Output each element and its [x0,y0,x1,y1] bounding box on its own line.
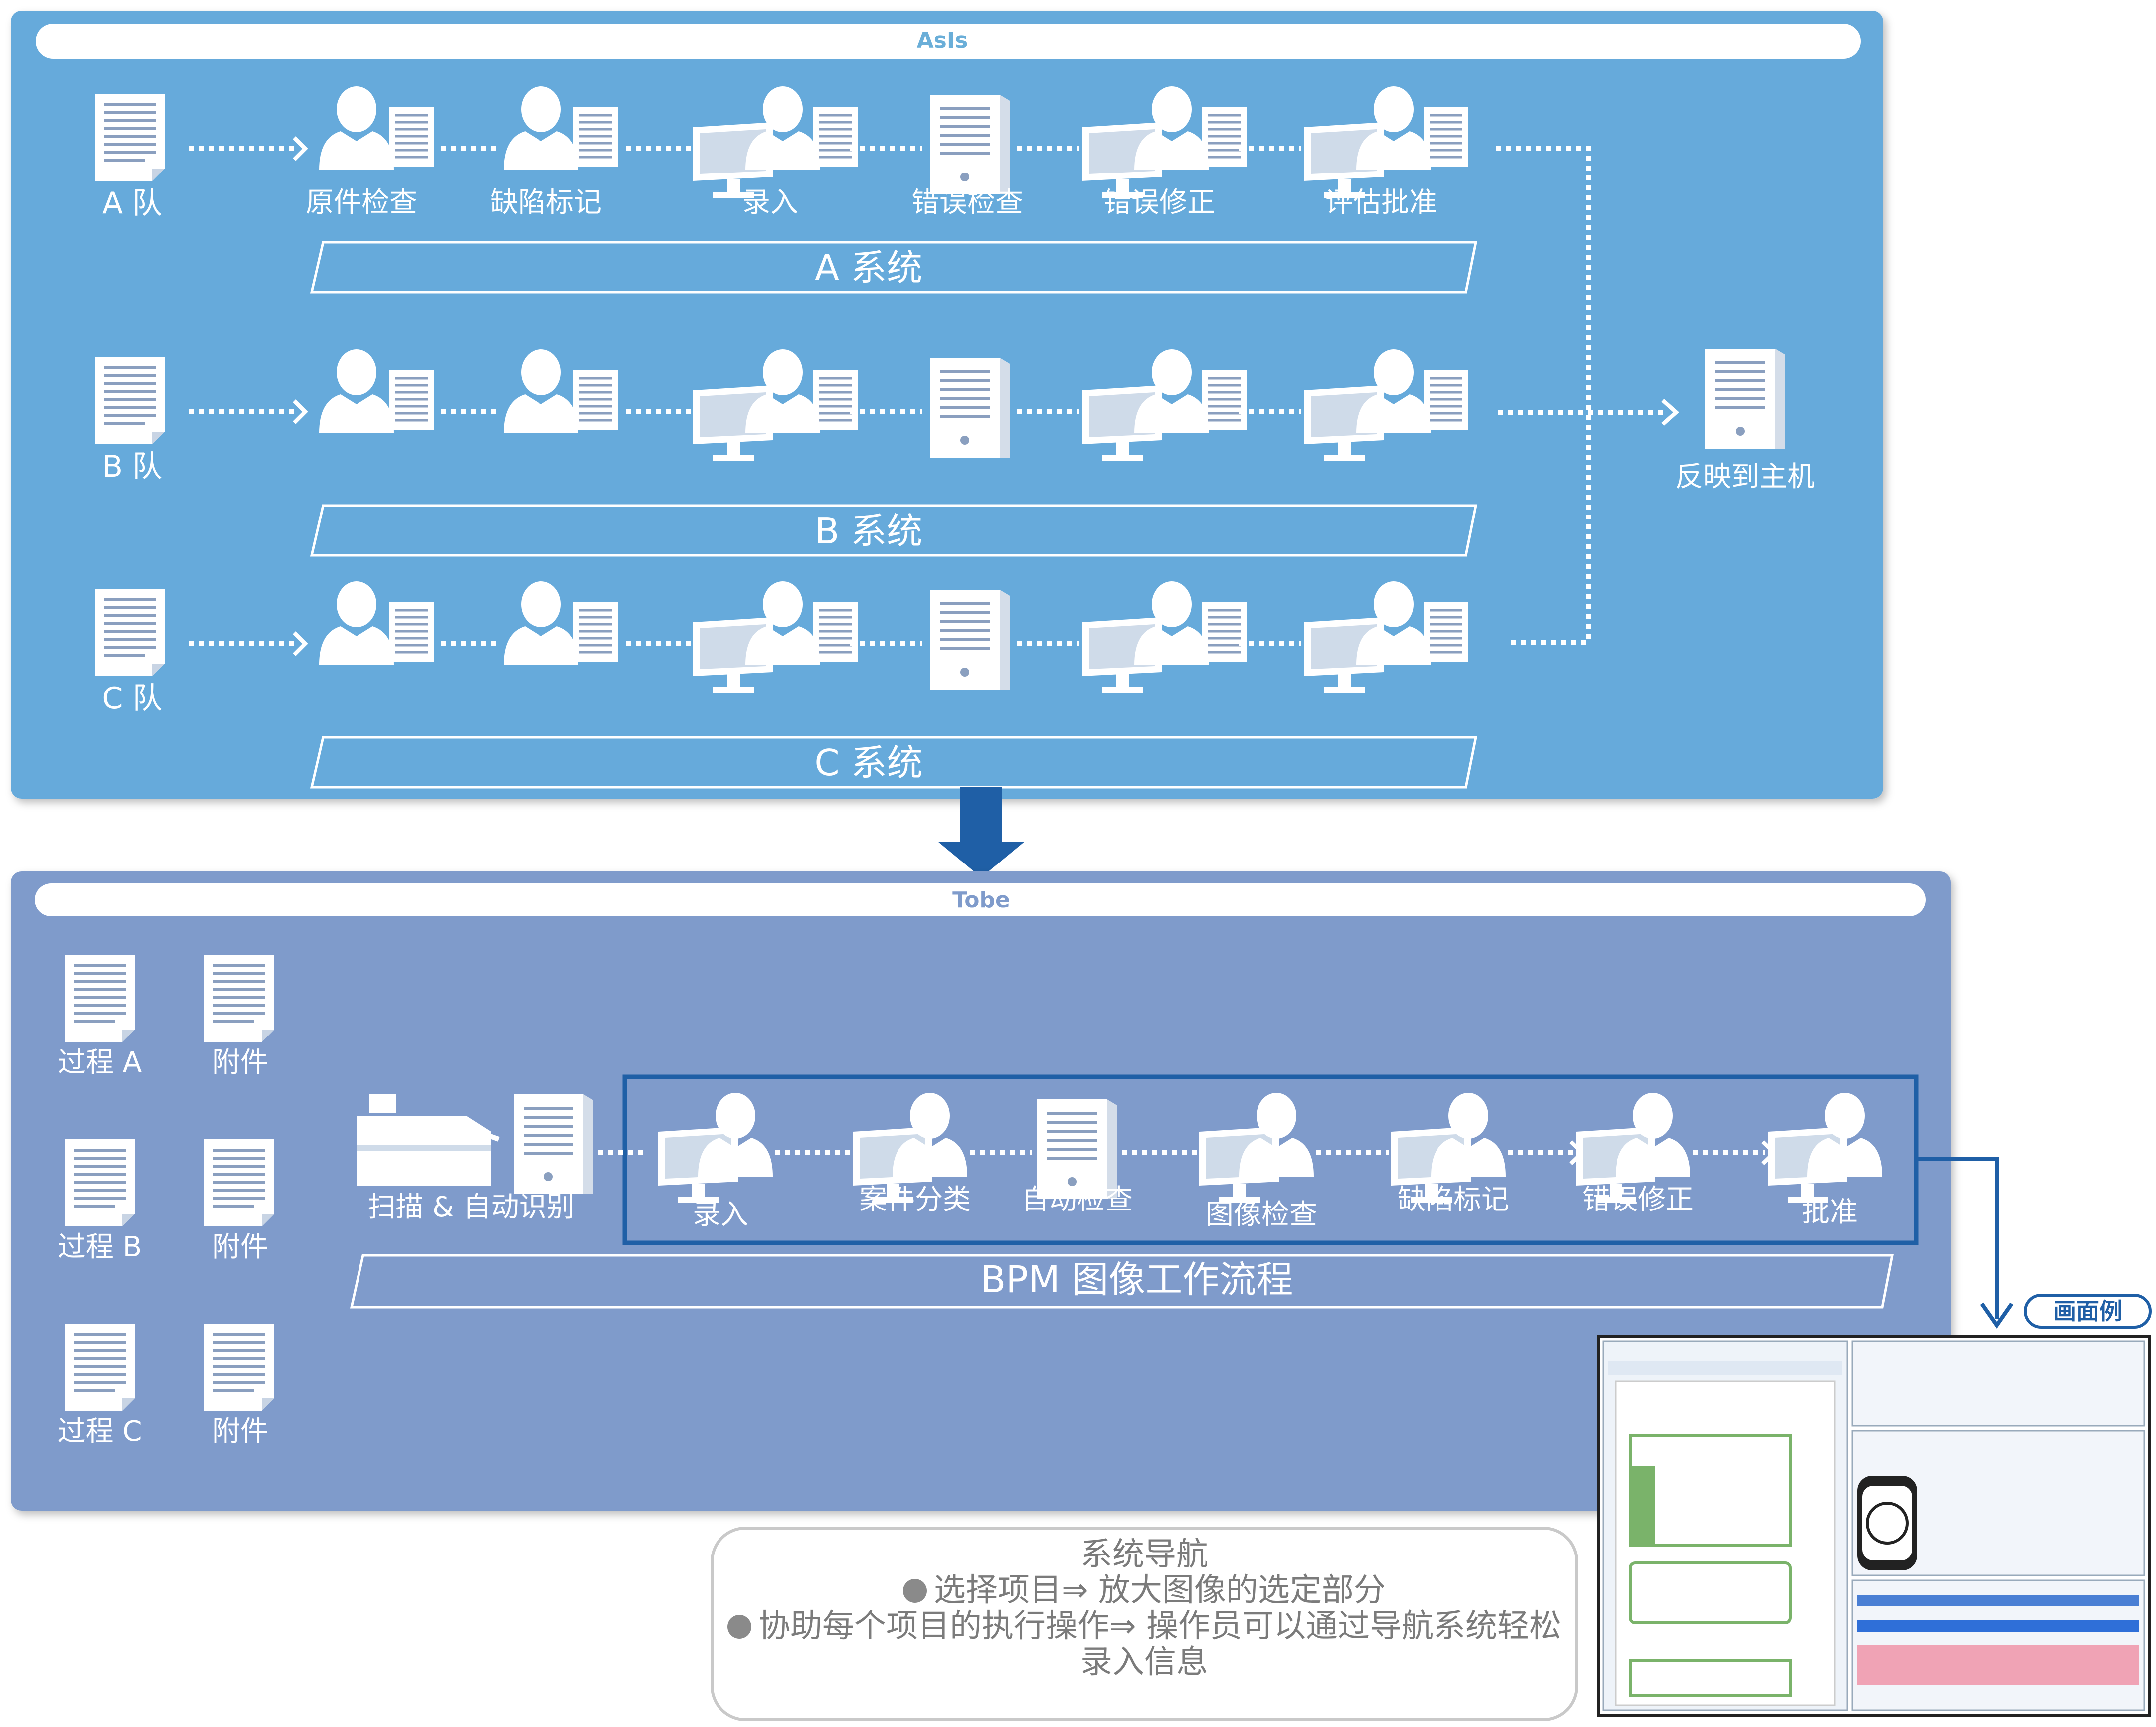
step-label: 案件分类 [859,1184,971,1216]
screen-arrow-head [1980,1302,2014,1329]
note-line-2: 协助每个项目的执行操作⇒ 操作员可以通过导航系统轻松 [714,1608,1575,1644]
document-icon [1202,107,1247,167]
tobe-header-bar [35,883,1926,916]
host-label: 反映到主机 [1675,461,1815,493]
note-line-3: 录入信息 [1080,1644,1208,1681]
screen-connector [1916,1157,1999,1319]
note-line-2-text: 协助每个项目的执行操作⇒ 操作员可以通过导航系统轻松 [758,1608,1561,1645]
document-icon [573,107,618,167]
screen-example-label: 画面例 [2053,1298,2122,1325]
bullet-icon [903,1579,927,1603]
note-line-1-text: 选择项目⇒ 放大图像的选定部分 [934,1572,1386,1609]
step-label: 录入 [742,186,798,219]
asis-rows: A 队原件检查缺陷标记录入错误检查错误修正评估批准A 系统B 队B 系统C 队C… [95,86,1478,789]
document-icon [573,370,618,430]
attachment-document-icon [204,955,274,1042]
team-label: C 队 [102,681,163,716]
team-label: A 队 [102,186,162,221]
system-label: B 系统 [815,510,922,552]
screen-example-badge [2024,1294,2152,1329]
process-document-icon [65,955,135,1042]
document-icon [573,602,618,662]
document-icon [813,602,858,662]
arrow-head [293,136,308,161]
bullet-icon [727,1615,752,1639]
attachment-label: 附件 [212,1231,268,1263]
step-label: 错误修正 [1103,186,1215,219]
system-band [310,241,1478,294]
attachment-document-icon [204,1324,274,1411]
note-line-1: 选择项目⇒ 放大图像的选定部分 [714,1572,1575,1608]
server-icon [930,358,1010,458]
workflow-band [350,1254,1894,1309]
document-icon [1424,107,1468,167]
server-icon [930,590,1010,690]
document-icon [389,602,434,662]
step-label: 评估批准 [1325,186,1437,219]
document-icon [813,370,858,430]
step-label: 录入 [693,1199,748,1231]
process-label: 过程 C [58,1415,142,1448]
screen-thumbnail [1597,1335,2151,1717]
system-band [310,736,1478,789]
process-label: 过程 B [58,1231,142,1263]
document-icon [1424,370,1468,430]
tobe-header: Tobe [952,887,1010,913]
asis-header-bar [36,24,1861,59]
system-label: C 系统 [814,742,922,784]
asis-header: AsIs [917,28,968,53]
step-label: 错误检查 [911,186,1023,219]
system-band [310,504,1478,557]
tobe-panel [11,871,1951,1511]
document-icon [389,107,434,167]
step-label: 原件检查 [306,186,417,219]
attachment-document-icon [204,1139,274,1226]
document-icon [1202,370,1247,430]
step-label: 缺陷标记 [490,186,602,219]
step-label: 批准 [1802,1196,1858,1228]
asis-row: A 队 原件检查 缺陷标记 录入 错误检查 错误修正 评估批准 A 系统 [95,86,1478,294]
arrow-head [293,399,308,424]
step-label: 自动检查 [1021,1184,1133,1216]
asis-row: C 队 C 系统 [95,581,1478,789]
team-document-icon [95,357,165,444]
workflow-label: BPM 图像工作流程 [981,1258,1293,1301]
team-label: B 队 [102,449,162,484]
scan-label: 扫描 & 自动识别 [367,1191,574,1223]
host-server-icon [1705,349,1785,449]
process-document-icon [65,1324,135,1411]
server-icon [930,95,1010,194]
transition-arrow-icon [938,787,1025,877]
tobe-steps: 录入 案件分类 自动检查 图像检查 缺陷标记 错误修正 批准 [598,1093,1882,1231]
attachment-label: 附件 [212,1415,268,1448]
attachment-label: 附件 [212,1046,268,1079]
process-document-icon [65,1139,135,1226]
team-document-icon [95,94,165,181]
team-document-icon [95,589,165,676]
arrow-head [293,631,308,656]
asis-row: B 队 B 系统 [95,349,1478,557]
system-label: A 系统 [815,247,922,289]
process-label: 过程 A [58,1046,142,1079]
document-icon [813,107,858,167]
host-arrow-head [1661,399,1680,426]
document-icon [1202,602,1247,662]
merge-connector [1496,146,1591,645]
step-label: 图像检查 [1206,1199,1317,1231]
step-label: 缺陷标记 [1398,1184,1509,1216]
document-icon [389,370,434,430]
scanner-icon [357,1094,500,1186]
document-icon [1424,602,1468,662]
system-navigation-note: 系统导航 选择项目⇒ 放大图像的选定部分 协助每个项目的执行操作⇒ 操作员可以通… [711,1527,1578,1721]
step-label: 错误修正 [1582,1184,1694,1216]
recognition-server-icon [514,1094,593,1194]
note-title: 系统导航 [1080,1536,1208,1573]
